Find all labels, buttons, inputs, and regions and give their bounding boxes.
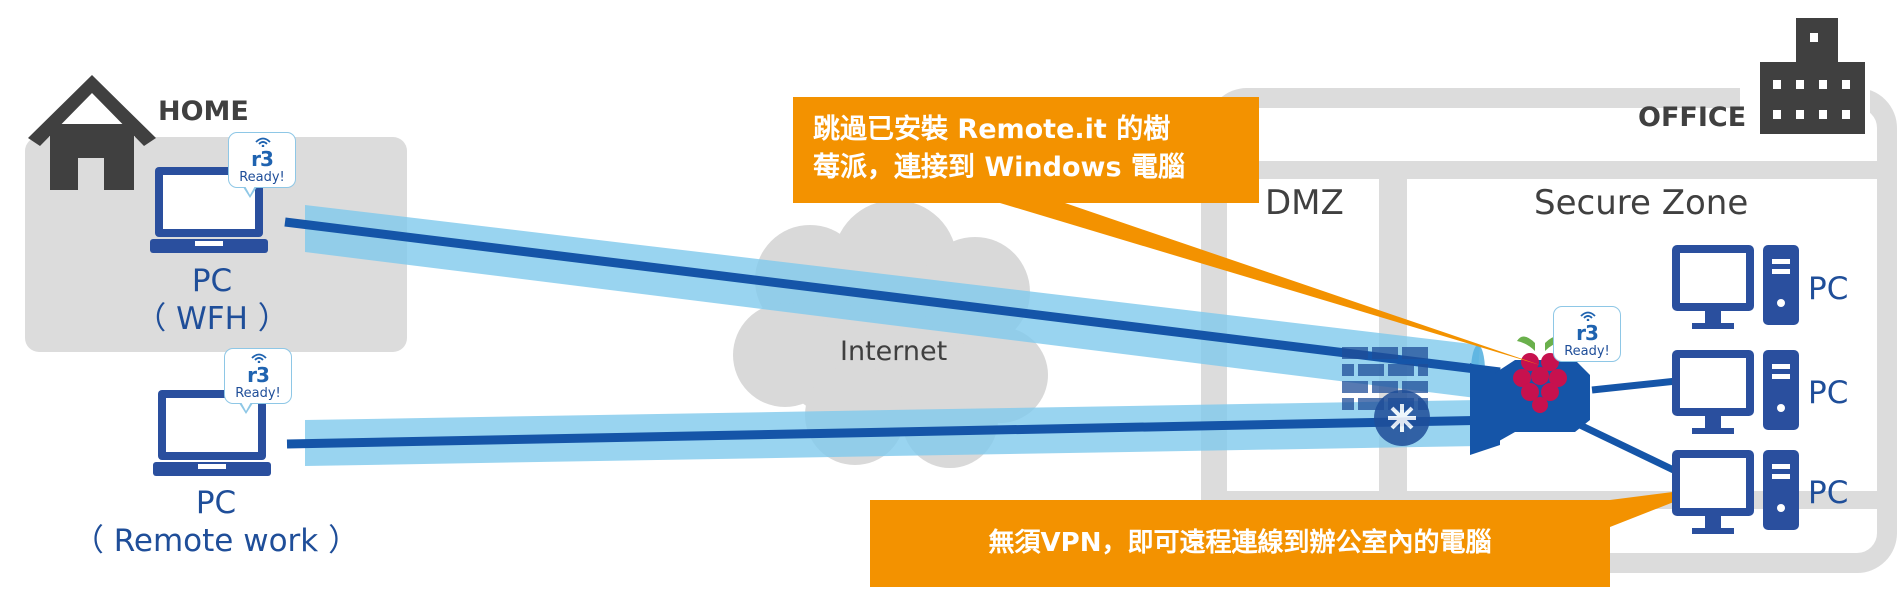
callout-raspberry-pointer xyxy=(1000,203,1540,365)
remoteit-logo: r3 xyxy=(1576,321,1599,345)
remoteit-logo: r3 xyxy=(251,147,274,171)
office-pc-3-label: PC xyxy=(1808,475,1849,511)
desktop-computer-icon xyxy=(1672,245,1799,329)
office-pc-1-label: PC xyxy=(1808,271,1849,307)
callout-raspberry-line-2: 莓派，連接到 Windows 電腦 xyxy=(813,152,1185,183)
dmz-label: DMZ xyxy=(1265,183,1344,223)
pc-wfh-label: PC xyxy=(191,263,233,299)
raspberry-pi-icon xyxy=(1513,336,1567,413)
pc-remote-label: PC xyxy=(195,485,237,521)
ready-badge-remote: r3 Ready! xyxy=(224,348,292,414)
callout-no-vpn: 無須VPN，即可遠程連線到辦公室內的電腦 xyxy=(870,500,1610,587)
remoteit-logo: r3 xyxy=(247,363,270,387)
home-label: HOME xyxy=(158,96,249,127)
ready-status: Ready! xyxy=(239,170,285,185)
wifi-icon xyxy=(251,353,267,363)
router-icon xyxy=(1374,390,1430,446)
wifi-icon xyxy=(1580,311,1596,321)
ready-badge-wfh: r3 Ready! xyxy=(228,132,296,198)
ready-status: Ready! xyxy=(235,386,281,401)
callout-raspberry-line-1: 跳過已安裝 Remote.it 的樹 xyxy=(813,114,1171,145)
house-icon xyxy=(28,75,156,190)
desktop-computer-icon xyxy=(1672,350,1799,434)
pc-remote-sublabel: （ Remote work ） xyxy=(72,523,360,559)
pc-wfh-sublabel: （ WFH ） xyxy=(135,301,289,337)
callout-raspberry: 跳過已安裝 Remote.it 的樹 莓派，連接到 Windows 電腦 xyxy=(793,97,1259,203)
office-label: OFFICE xyxy=(1638,102,1747,133)
office-pc-2-label: PC xyxy=(1808,375,1849,411)
ready-status: Ready! xyxy=(1564,344,1610,359)
internet-label: Internet xyxy=(840,336,948,367)
wifi-icon xyxy=(255,137,271,147)
ready-badge-gateway: r3 Ready! xyxy=(1553,306,1621,362)
desktop-computer-icon xyxy=(1672,450,1799,534)
secure-zone-label: Secure Zone xyxy=(1534,183,1749,223)
office-building-icon xyxy=(1760,18,1865,134)
